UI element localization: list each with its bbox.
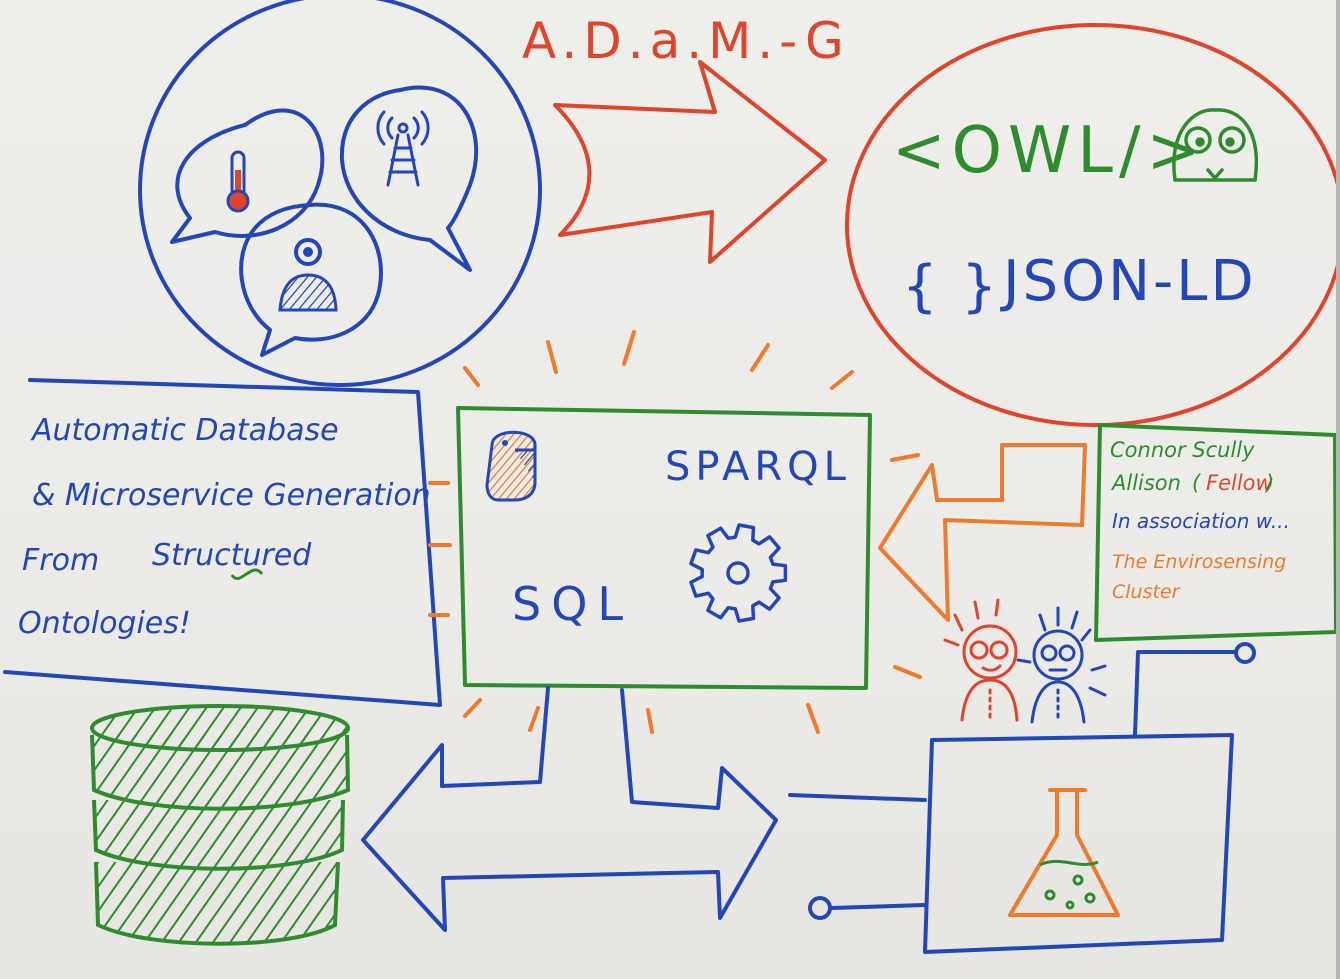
credits-box: Connor Scully Allison ( Fellow ) In asso… bbox=[1094, 423, 1336, 642]
diagram-title: A.D.a.M.-G bbox=[522, 12, 850, 70]
lab-connector-middle bbox=[788, 793, 927, 802]
lab-connector-node-bottom bbox=[808, 896, 832, 920]
credits-second-name: Allison bbox=[1110, 471, 1181, 495]
sql-label: SQL bbox=[512, 577, 633, 631]
description-line-3-from: From bbox=[22, 543, 99, 578]
json-braces: { } bbox=[902, 254, 1000, 319]
lab-connector-top bbox=[1133, 650, 1237, 737]
python-logo-icon bbox=[485, 430, 537, 502]
lab-box bbox=[788, 642, 1256, 954]
radio-tower-icon bbox=[376, 110, 430, 187]
description-line-4: Ontologies! bbox=[18, 606, 191, 641]
speech-bubble-thermometer bbox=[170, 108, 325, 244]
lab-connector-node-top bbox=[1234, 642, 1256, 664]
speech-bubble-tower bbox=[339, 85, 479, 272]
scientist-figures bbox=[943, 598, 1107, 724]
scientist-blue bbox=[1016, 606, 1107, 724]
data-sources-cluster bbox=[138, 0, 542, 387]
feedback-arrow bbox=[878, 443, 1087, 622]
credits-author: Connor Scully bbox=[1110, 438, 1255, 462]
formats-cluster: <OWL/> { } JSON-LD bbox=[845, 23, 1336, 427]
database-icon bbox=[90, 704, 351, 946]
speech-bubble-person bbox=[239, 202, 383, 357]
json-ld-label: JSON-LD bbox=[1000, 249, 1257, 314]
engine-glow-rays bbox=[428, 330, 922, 734]
lab-border bbox=[923, 733, 1234, 954]
sparql-label: SPARQL bbox=[665, 444, 851, 490]
credits-border bbox=[1094, 423, 1336, 642]
data-sources-circle bbox=[138, 0, 542, 387]
credits-org-line-1: The Envirosensing bbox=[1112, 551, 1286, 573]
engine-border bbox=[456, 406, 872, 690]
bidirectional-arrow bbox=[361, 686, 778, 932]
formats-circle bbox=[845, 23, 1336, 427]
owl-label: <OWL/> bbox=[892, 114, 1206, 188]
description-line-3-structured: Structured bbox=[152, 538, 312, 573]
description-border bbox=[3, 378, 442, 707]
credits-role-close: ) bbox=[1264, 471, 1274, 495]
description-box: Automatic Database & Microservice Genera… bbox=[3, 378, 442, 707]
flask-icon bbox=[1008, 788, 1120, 917]
description-line-1: Automatic Database bbox=[30, 413, 339, 448]
structured-underline bbox=[230, 568, 264, 580]
thermometer-icon bbox=[226, 150, 250, 213]
lab-connector-bottom bbox=[830, 903, 927, 910]
owl-icon bbox=[1172, 108, 1258, 182]
scientist-red bbox=[960, 624, 1019, 722]
person-icon bbox=[278, 238, 338, 312]
transform-arrow bbox=[553, 60, 827, 264]
engine-box: SPARQL SQL bbox=[428, 330, 922, 734]
credits-association: In association w... bbox=[1112, 509, 1290, 533]
credits-org-line-2: Cluster bbox=[1112, 581, 1181, 603]
description-line-2: & Microservice Generation bbox=[32, 478, 431, 513]
credits-role-open: ( bbox=[1192, 471, 1201, 495]
gear-icon bbox=[689, 523, 788, 623]
scientist-red-rays bbox=[943, 598, 1000, 647]
credits-role: Fellow bbox=[1206, 471, 1274, 495]
